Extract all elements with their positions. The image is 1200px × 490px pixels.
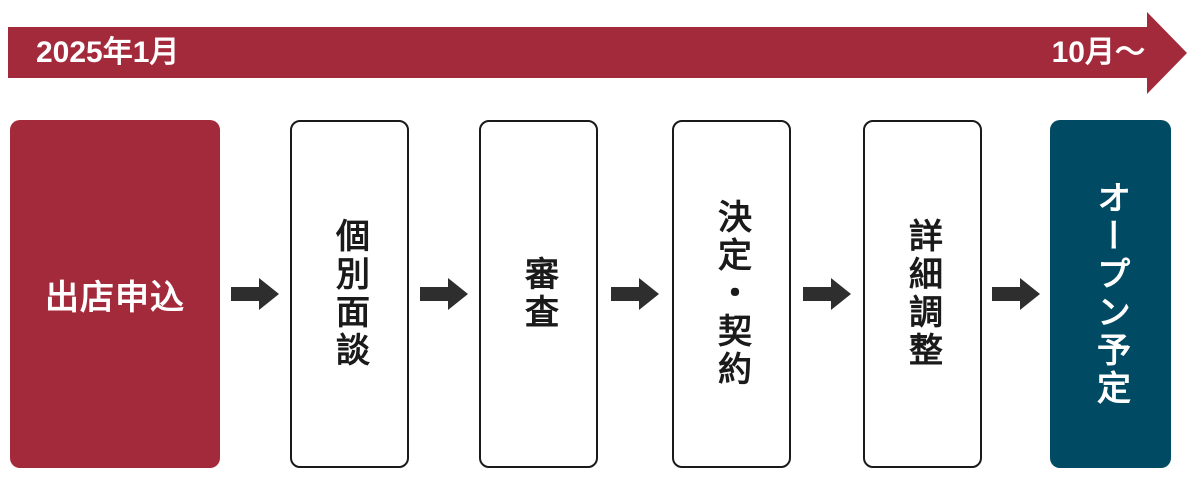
timeline-start-label: 2025年1月 xyxy=(36,35,180,69)
step-5-label: 詳細調整 xyxy=(903,218,942,370)
arrow-right-icon xyxy=(420,278,468,310)
arrow-gap xyxy=(220,120,290,468)
step-6-box: オープン予定 xyxy=(1050,120,1171,468)
arrow-right-icon xyxy=(803,278,851,310)
timeline-arrow-banner: 2025年1月 10月〜 xyxy=(8,27,1147,78)
flow-steps-row: 出店申込 個別面談 審査 決定・契約 xyxy=(10,120,1171,468)
step-1-label: 出店申込 xyxy=(45,278,185,317)
arrow-gap xyxy=(982,120,1050,468)
step-3-label: 審査 xyxy=(519,256,558,332)
step-4-box: 決定・契約 xyxy=(672,120,791,468)
arrow-gap xyxy=(791,120,863,468)
arrow-gap xyxy=(409,120,479,468)
step-5-box: 詳細調整 xyxy=(863,120,982,468)
arrow-right-icon xyxy=(992,278,1040,310)
arrow-right-icon xyxy=(231,278,279,310)
step-2-label: 個別面談 xyxy=(330,218,369,370)
timeline-end-label: 10月〜 xyxy=(1051,35,1145,69)
timeline-arrowhead-icon xyxy=(1147,12,1187,94)
step-2-box: 個別面談 xyxy=(290,120,409,468)
arrow-right-icon xyxy=(611,278,659,310)
arrow-gap xyxy=(598,120,672,468)
step-6-label: オープン予定 xyxy=(1091,180,1130,408)
step-1-box: 出店申込 xyxy=(10,120,220,468)
step-3-box: 審査 xyxy=(479,120,598,468)
step-4-label: 決定・契約 xyxy=(712,199,751,389)
